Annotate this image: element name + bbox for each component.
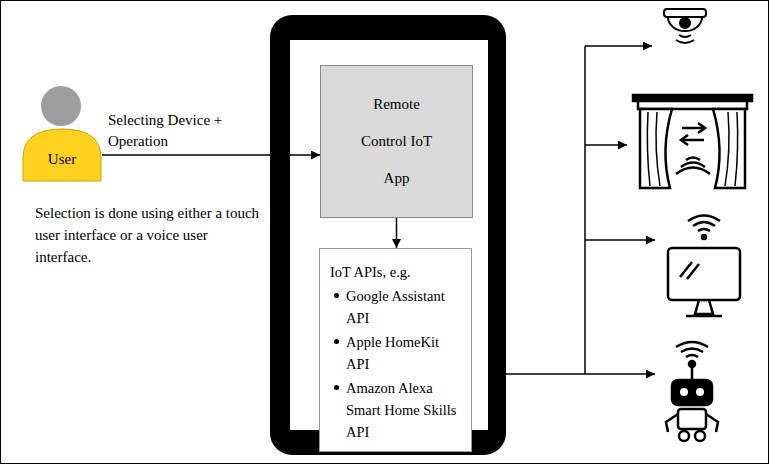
note-text: Selection is done using either a touch u… <box>35 202 263 268</box>
curtain-icon <box>633 95 752 188</box>
user-head <box>41 86 81 126</box>
bullet-dot <box>334 385 339 390</box>
text-list: IoT APIs, e.g.Google Assistant APIApple … <box>330 261 463 443</box>
arrow-connector <box>396 218 398 248</box>
list-item: Apple HomeKit API <box>346 331 463 375</box>
smartphone <box>270 15 506 455</box>
api-list-box: IoT APIs, e.g.Google Assistant APIApple … <box>319 248 472 452</box>
bullet-dot <box>334 293 339 298</box>
bullet-dot <box>334 339 339 344</box>
edge-label: Selecting Device + Operation <box>108 110 258 152</box>
robot-icon <box>666 342 718 441</box>
node-label: Remote Control IoT App <box>361 86 433 197</box>
list-item: Google Assistant API <box>346 285 463 329</box>
user-figure: User <box>22 128 102 182</box>
app-box: Remote Control IoT App <box>320 65 473 218</box>
monitor-icon <box>668 216 740 317</box>
camera-icon <box>664 9 706 43</box>
arrow-connector <box>102 154 320 156</box>
list-item: Amazon Alexa Smart Home Skills API <box>346 377 463 443</box>
list-heading: IoT APIs, e.g. <box>330 261 463 283</box>
node-label: User <box>48 151 76 168</box>
